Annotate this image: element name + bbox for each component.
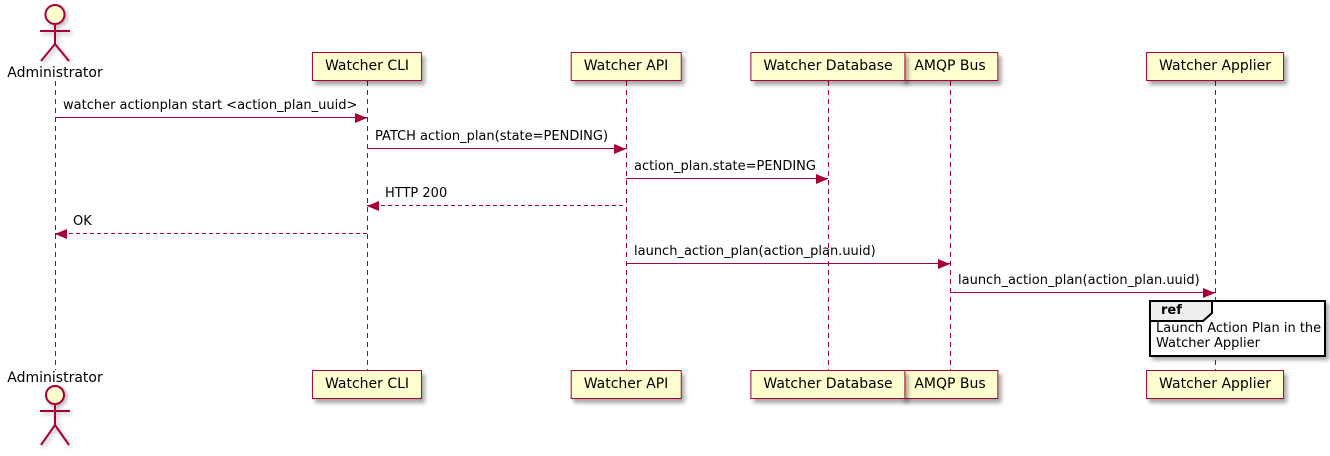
ref-fragment: ref Launch Action Plan in the Watcher Ap…: [1149, 300, 1326, 357]
participant-box-bottom-amqp-bus: AMQP Bus: [901, 370, 999, 399]
participant-box-bottom-watcher-api: Watcher API: [570, 370, 682, 399]
actor-icon-top: [40, 4, 70, 62]
message-label-5: OK: [73, 214, 92, 229]
actor-label-bottom: Administrator: [7, 370, 103, 386]
actor-icon-bottom: [40, 385, 70, 446]
participant-box-bottom-watcher-cli: Watcher CLI: [311, 370, 423, 399]
message-line-7: [950, 292, 1215, 293]
participant-box-top-watcher-api: Watcher API: [570, 52, 682, 81]
ref-text-line-1: Launch Action Plan in the: [1156, 321, 1322, 336]
participant-box-bottom-watcher-database: Watcher Database: [750, 370, 906, 399]
message-label-4: HTTP 200: [385, 186, 448, 201]
participant-box-top-amqp-bus: AMQP Bus: [901, 52, 999, 81]
lifeline-watcher-database: [827, 81, 829, 370]
lifeline-amqp-bus: [949, 81, 951, 370]
lifeline-administrator: [54, 81, 56, 370]
message-label-1: watcher actionplan start <action_plan_uu…: [63, 98, 358, 113]
ref-keyword-label: ref: [1161, 303, 1182, 318]
participant-box-top-watcher-applier: Watcher Applier: [1146, 52, 1284, 81]
message-line-3: [626, 178, 828, 179]
participant-box-top-watcher-cli: Watcher CLI: [311, 52, 423, 81]
message-label-6: launch_action_plan(action_plan.uuid): [634, 244, 876, 259]
lifeline-watcher-api: [625, 81, 627, 370]
message-label-2: PATCH action_plan(state=PENDING): [375, 129, 609, 144]
message-line-5: [55, 233, 367, 234]
lifeline-watcher-applier: [1214, 81, 1216, 370]
ref-tab-icon: [1149, 300, 1213, 322]
participant-box-top-watcher-database: Watcher Database: [750, 52, 906, 81]
message-label-3: action_plan.state=PENDING: [634, 159, 816, 174]
message-line-2: [367, 148, 626, 149]
ref-text-line-2: Watcher Applier: [1156, 336, 1260, 351]
actor-label-top: Administrator: [7, 65, 103, 81]
message-line-4: [367, 205, 626, 206]
lifeline-watcher-cli: [366, 81, 368, 370]
message-line-1: [55, 117, 367, 118]
message-label-7: launch_action_plan(action_plan.uuid): [958, 273, 1200, 288]
message-line-6: [626, 263, 950, 264]
participant-box-bottom-watcher-applier: Watcher Applier: [1146, 370, 1284, 399]
